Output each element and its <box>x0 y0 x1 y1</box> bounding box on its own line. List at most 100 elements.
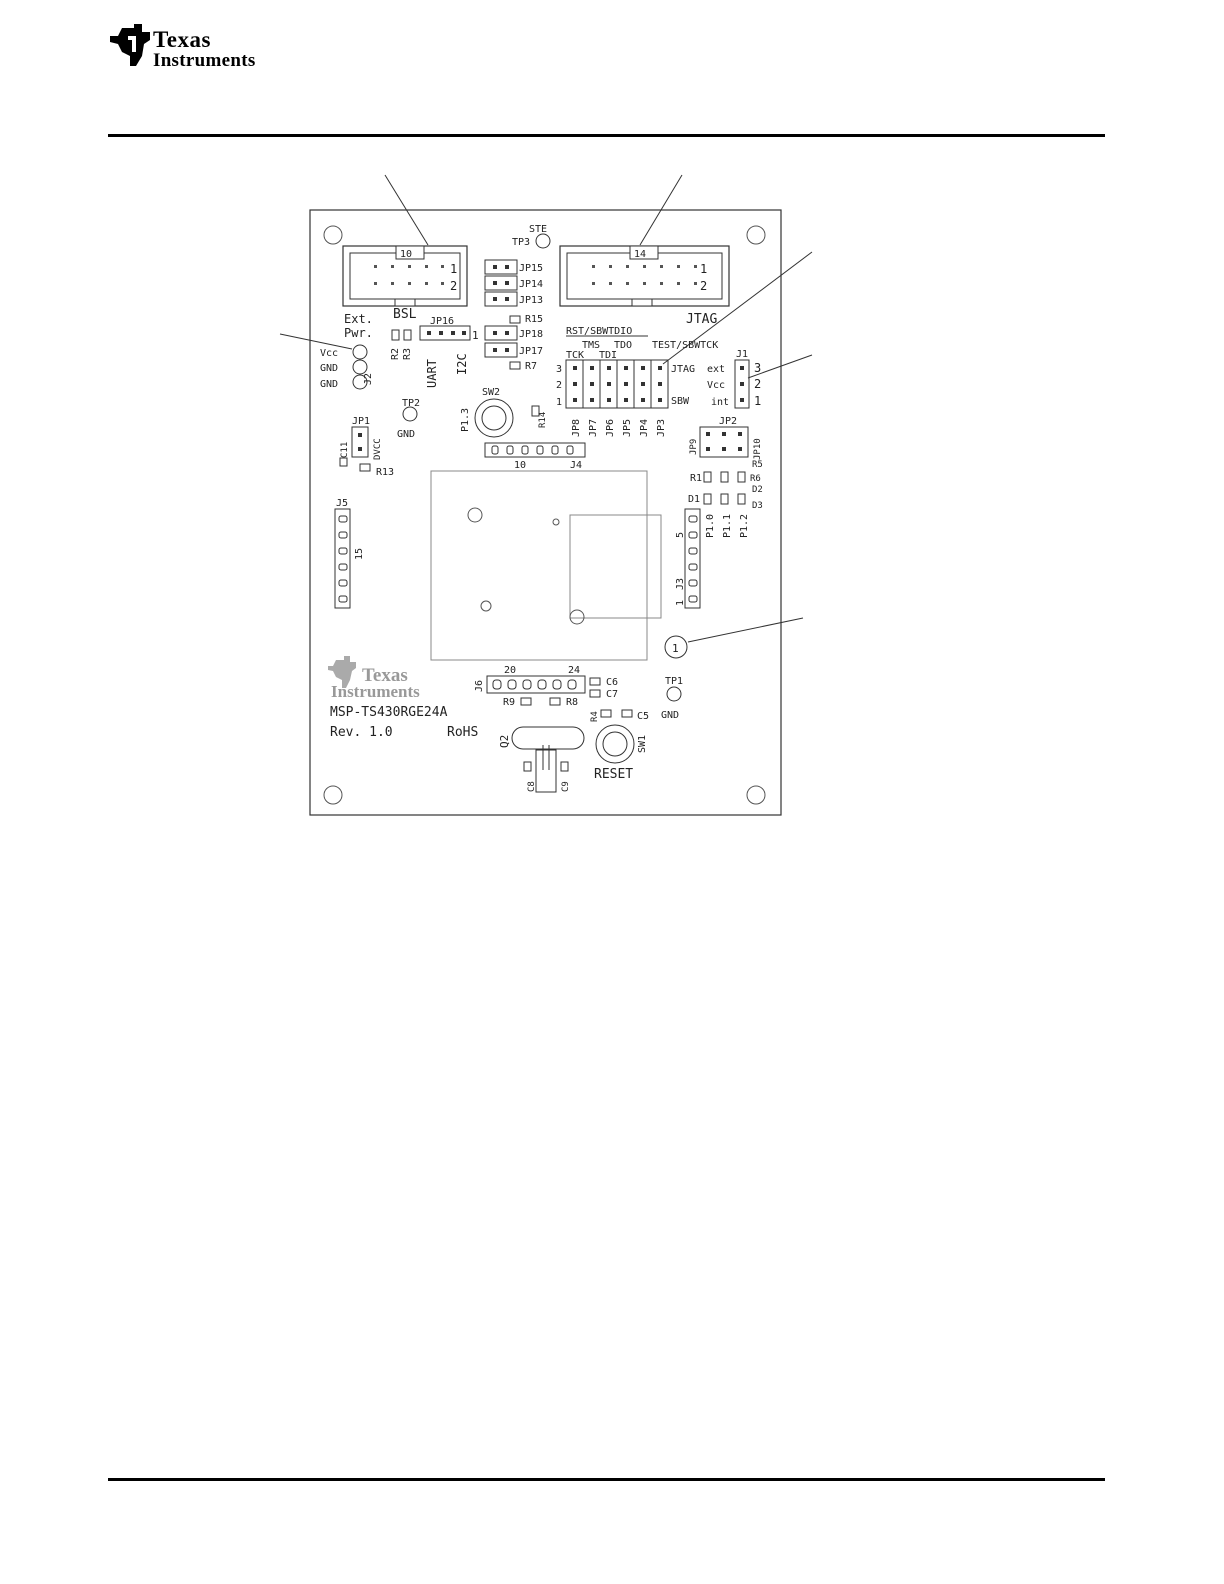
jumper-label: JP3 <box>656 419 667 437</box>
jp10-label: JP10 <box>753 438 763 460</box>
jumper-label: JP7 <box>588 419 599 437</box>
jtag-select-row: 2 <box>556 380 562 391</box>
mounting-hole <box>746 225 766 245</box>
jumper-label: JP17 <box>519 346 543 357</box>
j5-label: J5 <box>336 498 348 509</box>
board-ti-logo-icon <box>328 656 356 688</box>
mounting-holes <box>323 225 766 805</box>
board-outline <box>309 209 782 816</box>
sw1-label: SW1 <box>637 735 648 753</box>
jumper-label: JP15 <box>519 263 543 274</box>
callout-lines <box>279 174 813 643</box>
crystal-body <box>535 749 557 793</box>
c5-label: C5 <box>637 711 649 722</box>
j5-pins <box>338 515 348 603</box>
r6-label: R6 <box>750 474 761 484</box>
j5-header <box>334 508 351 609</box>
bsl-label: BSL <box>393 307 417 322</box>
tp1-pad <box>666 686 682 702</box>
r13-pad <box>359 463 371 472</box>
mounting-hole <box>746 785 766 805</box>
tp2-name: GND <box>397 429 415 440</box>
jp2-pins <box>706 432 742 451</box>
j1-pin: 2 <box>754 377 761 391</box>
r4-pad <box>600 709 612 718</box>
jtag-select-jtag: JTAG <box>671 364 695 375</box>
ext-power-line1: Ext. <box>344 312 373 326</box>
jtag-label: JTAG <box>686 312 717 327</box>
r4-label: R4 <box>590 711 600 722</box>
led-p10: P1.0 <box>705 514 716 538</box>
jumper-label: JP5 <box>622 419 633 437</box>
ti-logo-icon <box>110 24 150 66</box>
c8-label: C8 <box>527 781 537 792</box>
ic-socket-inner <box>569 514 662 619</box>
tp3-name: STE <box>529 224 547 235</box>
tp2-label: TP2 <box>402 398 420 409</box>
r5-pad <box>720 471 729 483</box>
r5-label: R5 <box>752 460 763 470</box>
tp2-pad <box>402 406 418 422</box>
bsl-pin-count: 10 <box>400 249 412 260</box>
jumper-label: JP4 <box>639 419 650 437</box>
jp1-label: JP1 <box>352 416 370 427</box>
j3-pin1: 1 <box>675 600 686 606</box>
jumper-label: JP18 <box>519 329 543 340</box>
r3-pad <box>403 329 412 341</box>
jumper-label: JP6 <box>605 419 616 437</box>
ext-power-gnd1: GND <box>320 363 338 374</box>
j6-pins <box>492 679 577 690</box>
sw1-outer <box>595 724 635 764</box>
r13-label: R13 <box>376 467 394 478</box>
jtag-select-row: 3 <box>556 364 562 375</box>
r2-pad <box>391 329 400 341</box>
uart-label: UART <box>425 359 439 388</box>
led-p12: P1.2 <box>739 514 750 538</box>
sw1-inner <box>602 731 628 757</box>
j1-label: J1 <box>736 349 748 360</box>
jtag-row2-label: 2 <box>700 279 707 293</box>
j3-pin5: 5 <box>675 532 686 538</box>
r9-pad <box>520 697 532 706</box>
r14-label: R14 <box>538 412 548 428</box>
r9-label: R9 <box>503 697 515 708</box>
r15-label: R15 <box>525 314 543 325</box>
callout-line-pin1 <box>687 617 804 643</box>
jtag-select-tdo: TDO <box>614 340 632 351</box>
j4-pins <box>491 445 574 455</box>
callout-line-ext-power <box>279 333 353 350</box>
d2-pad <box>720 493 729 505</box>
j4-pin10: 10 <box>514 460 526 471</box>
jp2-label: JP2 <box>719 416 737 427</box>
c6-pad <box>589 677 601 686</box>
r7-pad <box>509 361 521 370</box>
j6-header <box>486 675 586 694</box>
j2-pads <box>352 344 368 390</box>
tp3-pad <box>535 233 551 249</box>
sw1-name: RESET <box>594 767 633 782</box>
d2-label: D2 <box>752 485 763 495</box>
header-rule <box>108 134 1105 137</box>
jp2-block <box>699 426 749 458</box>
c11-label: C11 <box>340 442 350 458</box>
d3-label: D3 <box>752 501 763 511</box>
r14-pad <box>531 405 540 417</box>
footer-rule <box>108 1478 1105 1481</box>
tp1-label: TP1 <box>665 676 683 687</box>
crystal-label: Q2 <box>498 735 511 748</box>
j6-pin20: 20 <box>504 665 516 676</box>
jp9-label: JP9 <box>689 439 699 455</box>
jtag-select-tck: TCK <box>566 350 584 361</box>
led-p11: P1.1 <box>722 514 733 538</box>
j5-pin15: 15 <box>354 548 365 560</box>
c7-pad <box>589 689 601 698</box>
jtag-select-test: TEST/SBWTCK <box>652 340 718 351</box>
jtag-pins <box>592 265 697 285</box>
j1-pins <box>740 366 744 402</box>
j6-pin24: 24 <box>568 665 580 676</box>
bsl-row2-label: 2 <box>450 279 457 293</box>
r15-pad <box>509 315 521 324</box>
jtag-select-title1: RST/SBWTDIO <box>566 326 632 337</box>
jp1-block <box>351 426 369 458</box>
